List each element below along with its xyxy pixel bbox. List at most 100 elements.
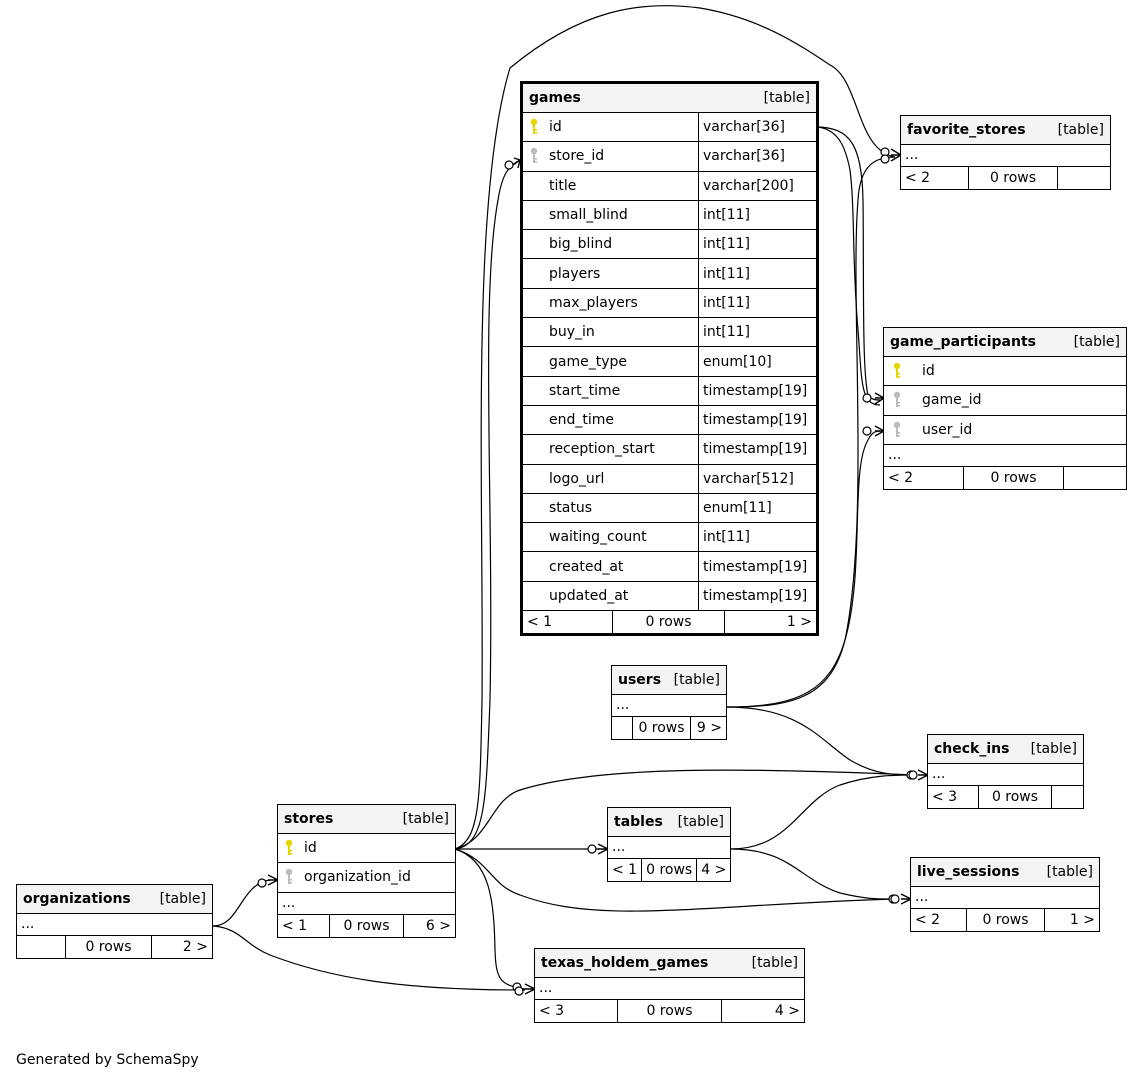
column-row: store_id varchar[36] (523, 142, 816, 172)
ellipsis-row: ... (17, 914, 212, 936)
column-type: timestamp[19] (698, 581, 816, 611)
table-check-ins[interactable]: check_ins [table] ... < 3 0 rows (927, 734, 1084, 809)
footer-parents: < 1 (523, 611, 613, 634)
foreign-key-icon (892, 391, 906, 409)
table-header: game_participants [table] (884, 328, 1126, 357)
column-name: logo_url (549, 470, 605, 487)
footer-children (1052, 786, 1083, 808)
column-name: big_blind (549, 236, 613, 253)
ellipsis-row: ... (928, 764, 1083, 786)
edge-tables-check-ins (730, 774, 916, 850)
column-row: game_id (884, 386, 1126, 416)
ellipsis-row: ... (535, 978, 804, 1000)
column-cell: created_at (523, 552, 698, 580)
column-type: varchar[512] (698, 464, 816, 493)
table-footer: 0 rows 9 > (612, 717, 726, 739)
foreign-key-icon (892, 421, 906, 439)
table-footer: < 3 0 rows (928, 786, 1083, 808)
column-type: timestamp[19] (698, 405, 816, 435)
table-name: stores (284, 811, 334, 827)
column-type: int[11] (698, 200, 816, 230)
column-cell: updated_at (523, 582, 698, 610)
footer-children (1058, 167, 1110, 189)
table-favorite-stores[interactable]: favorite_stores [table] ... < 2 0 rows (900, 115, 1111, 190)
ellipsis-row: ... (278, 893, 455, 915)
table-name: texas_holdem_games (541, 955, 709, 971)
table-footer: < 2 0 rows (901, 167, 1110, 189)
edge-tables-live-sessions (730, 848, 896, 900)
column-type: int[11] (698, 259, 816, 288)
marker-texas-b (514, 986, 524, 996)
foreign-key-icon (284, 868, 298, 886)
table-header: check_ins [table] (928, 735, 1083, 764)
column-name: game_type (549, 353, 627, 370)
column-name: updated_at (549, 587, 629, 604)
table-footer: < 1 0 rows 6 > (278, 914, 455, 937)
column-row: logo_url varchar[512] (523, 464, 816, 494)
table-name: live_sessions (917, 864, 1020, 880)
table-type: [table] (763, 90, 810, 106)
column-name: organization_id (304, 869, 411, 886)
column-cell: id (884, 357, 1126, 385)
marker-gp-game-id (862, 393, 872, 403)
table-users[interactable]: users [table] ... 0 rows 9 > (611, 665, 727, 740)
footer-parents: < 2 (901, 167, 969, 189)
column-cell: status (523, 494, 698, 522)
marker-checkins-b (908, 770, 918, 780)
column-cell: title (523, 172, 698, 200)
column-type: int[11] (698, 318, 816, 347)
column-cell: user_id (884, 416, 1126, 444)
column-cell: organization_id (278, 863, 455, 891)
table-name: tables (614, 814, 663, 830)
column-name: players (549, 265, 601, 282)
column-type: varchar[36] (698, 142, 816, 171)
column-row: updated_at timestamp[19] (523, 581, 816, 612)
footer-parents: < 1 (608, 859, 643, 881)
column-name: id (922, 363, 935, 380)
column-row: organization_id (278, 863, 455, 893)
table-header: live_sessions [table] (911, 858, 1099, 887)
edge-stores-favorite-stores (454, 5, 896, 850)
column-name: created_at (549, 558, 624, 575)
column-name: title (549, 177, 577, 194)
table-texas-holdem-games[interactable]: texas_holdem_games [table] ... < 3 0 row… (534, 948, 805, 1023)
marker-games-store-id (504, 160, 514, 170)
ellipsis-row: ... (911, 887, 1099, 909)
footer-rows: 0 rows (964, 466, 1064, 489)
table-type: [table] (1030, 741, 1077, 757)
edge-stores-texas-holdem (454, 848, 526, 990)
footer-children (1064, 467, 1126, 489)
table-live-sessions[interactable]: live_sessions [table] ... < 2 0 rows 1 > (910, 857, 1100, 932)
table-organizations[interactable]: organizations [table] ... 0 rows 2 > (16, 884, 213, 959)
column-type: varchar[36] (698, 113, 816, 142)
column-type: timestamp[19] (698, 376, 816, 405)
edge-games-game-participants (817, 126, 881, 401)
table-header: texas_holdem_games [table] (535, 949, 804, 978)
table-name: favorite_stores (907, 122, 1026, 138)
table-tables[interactable]: tables [table] ... < 1 0 rows 4 > (607, 807, 731, 882)
table-name: check_ins (934, 741, 1010, 757)
footer-rows: 0 rows (66, 936, 152, 958)
table-footer: < 1 0 rows 1 > (523, 611, 816, 634)
table-header: tables [table] (608, 808, 730, 837)
footer-rows: 0 rows (642, 859, 698, 881)
column-name: reception_start (549, 441, 655, 458)
table-footer: < 2 0 rows 1 > (911, 909, 1099, 931)
column-cell: small_blind (523, 201, 698, 229)
primary-key-icon (529, 118, 543, 136)
primary-key-icon (892, 362, 906, 380)
column-name: store_id (549, 148, 605, 165)
column-name: end_time (549, 412, 615, 429)
column-cell: waiting_count (523, 523, 698, 551)
column-cell: id (523, 113, 698, 141)
table-type: [table] (402, 811, 449, 827)
